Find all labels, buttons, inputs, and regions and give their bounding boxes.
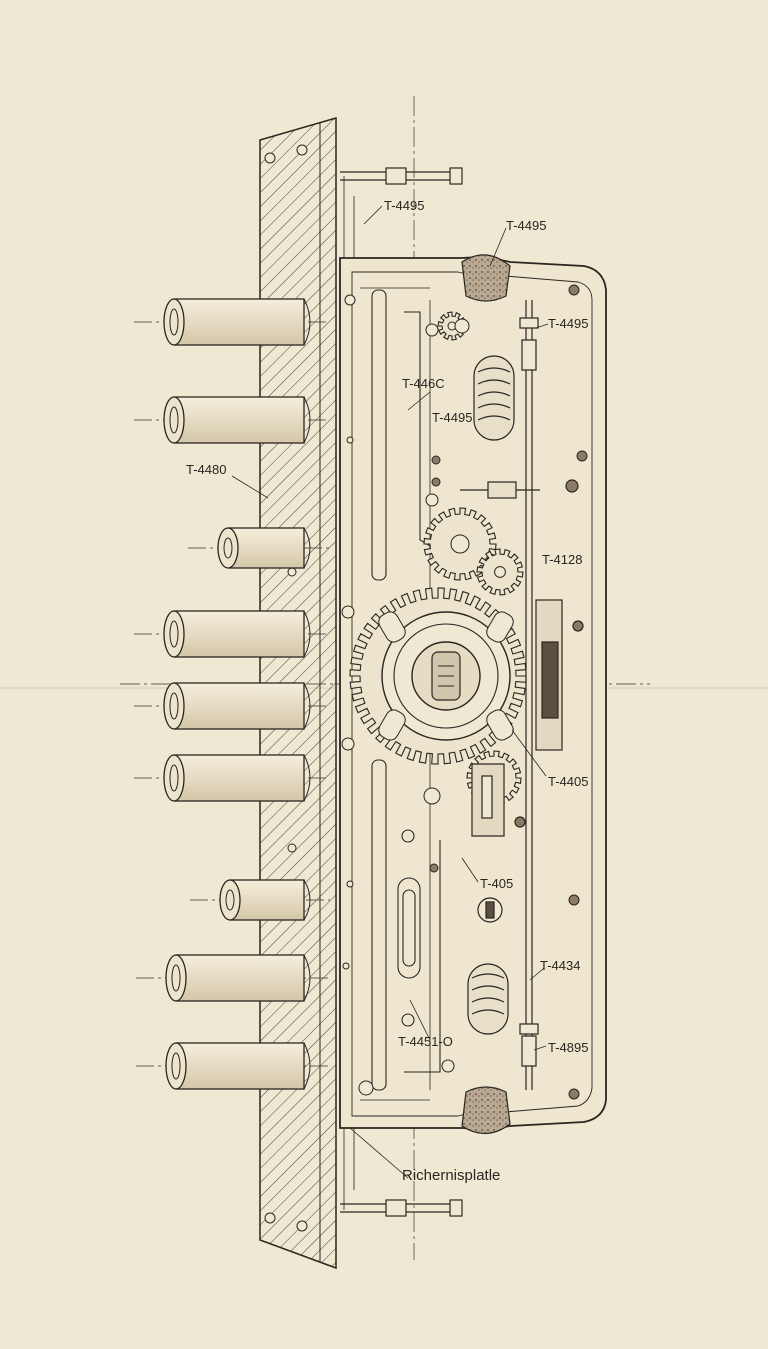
label-t446c: T-446C (402, 376, 445, 391)
bolt-cylinder (136, 954, 330, 1002)
bolt-cylinder (134, 298, 330, 346)
label-t4495-top-right: T-4495 (506, 218, 546, 233)
label-t405: T-405 (480, 876, 513, 891)
locking-rod (519, 300, 539, 1090)
label-t4480: T-4480 (186, 462, 226, 477)
bolt-cylinder (188, 527, 330, 569)
spindle-hub (378, 611, 514, 741)
label-t4895: T-4895 (548, 1040, 588, 1055)
label-t4495-right: T-4495 (548, 316, 588, 331)
leader-lines (231, 205, 549, 1179)
bolt-cylinder (136, 1042, 330, 1090)
label-t4405: T-4405 (548, 774, 588, 789)
bolt-cylinder (190, 879, 330, 921)
bolt-cylinder (134, 610, 330, 658)
label-t4495-top-left: T-4495 (384, 198, 424, 213)
latch-block (471, 763, 526, 923)
part-labels: T-4495 T-4495 T-4495 T-446C T-4495 T-448… (186, 198, 588, 1184)
strike-plate (535, 599, 584, 751)
bolt-cylinder (134, 682, 330, 730)
idler-gear-upper (476, 548, 524, 596)
lock-bolts (134, 298, 330, 1090)
coil-springs (460, 355, 579, 1035)
label-t4451: T-4451-O (398, 1034, 453, 1049)
label-plate: Richernisplatle (402, 1167, 500, 1184)
label-t4128: T-4128 (542, 552, 582, 567)
upper-gear (423, 507, 497, 581)
label-t4434: T-4434 (540, 958, 580, 973)
bolt-cylinder (134, 754, 330, 802)
housing-screws (341, 294, 470, 1096)
bolt-cylinder (134, 396, 330, 444)
label-t4495-mid: T-4495 (432, 410, 472, 425)
